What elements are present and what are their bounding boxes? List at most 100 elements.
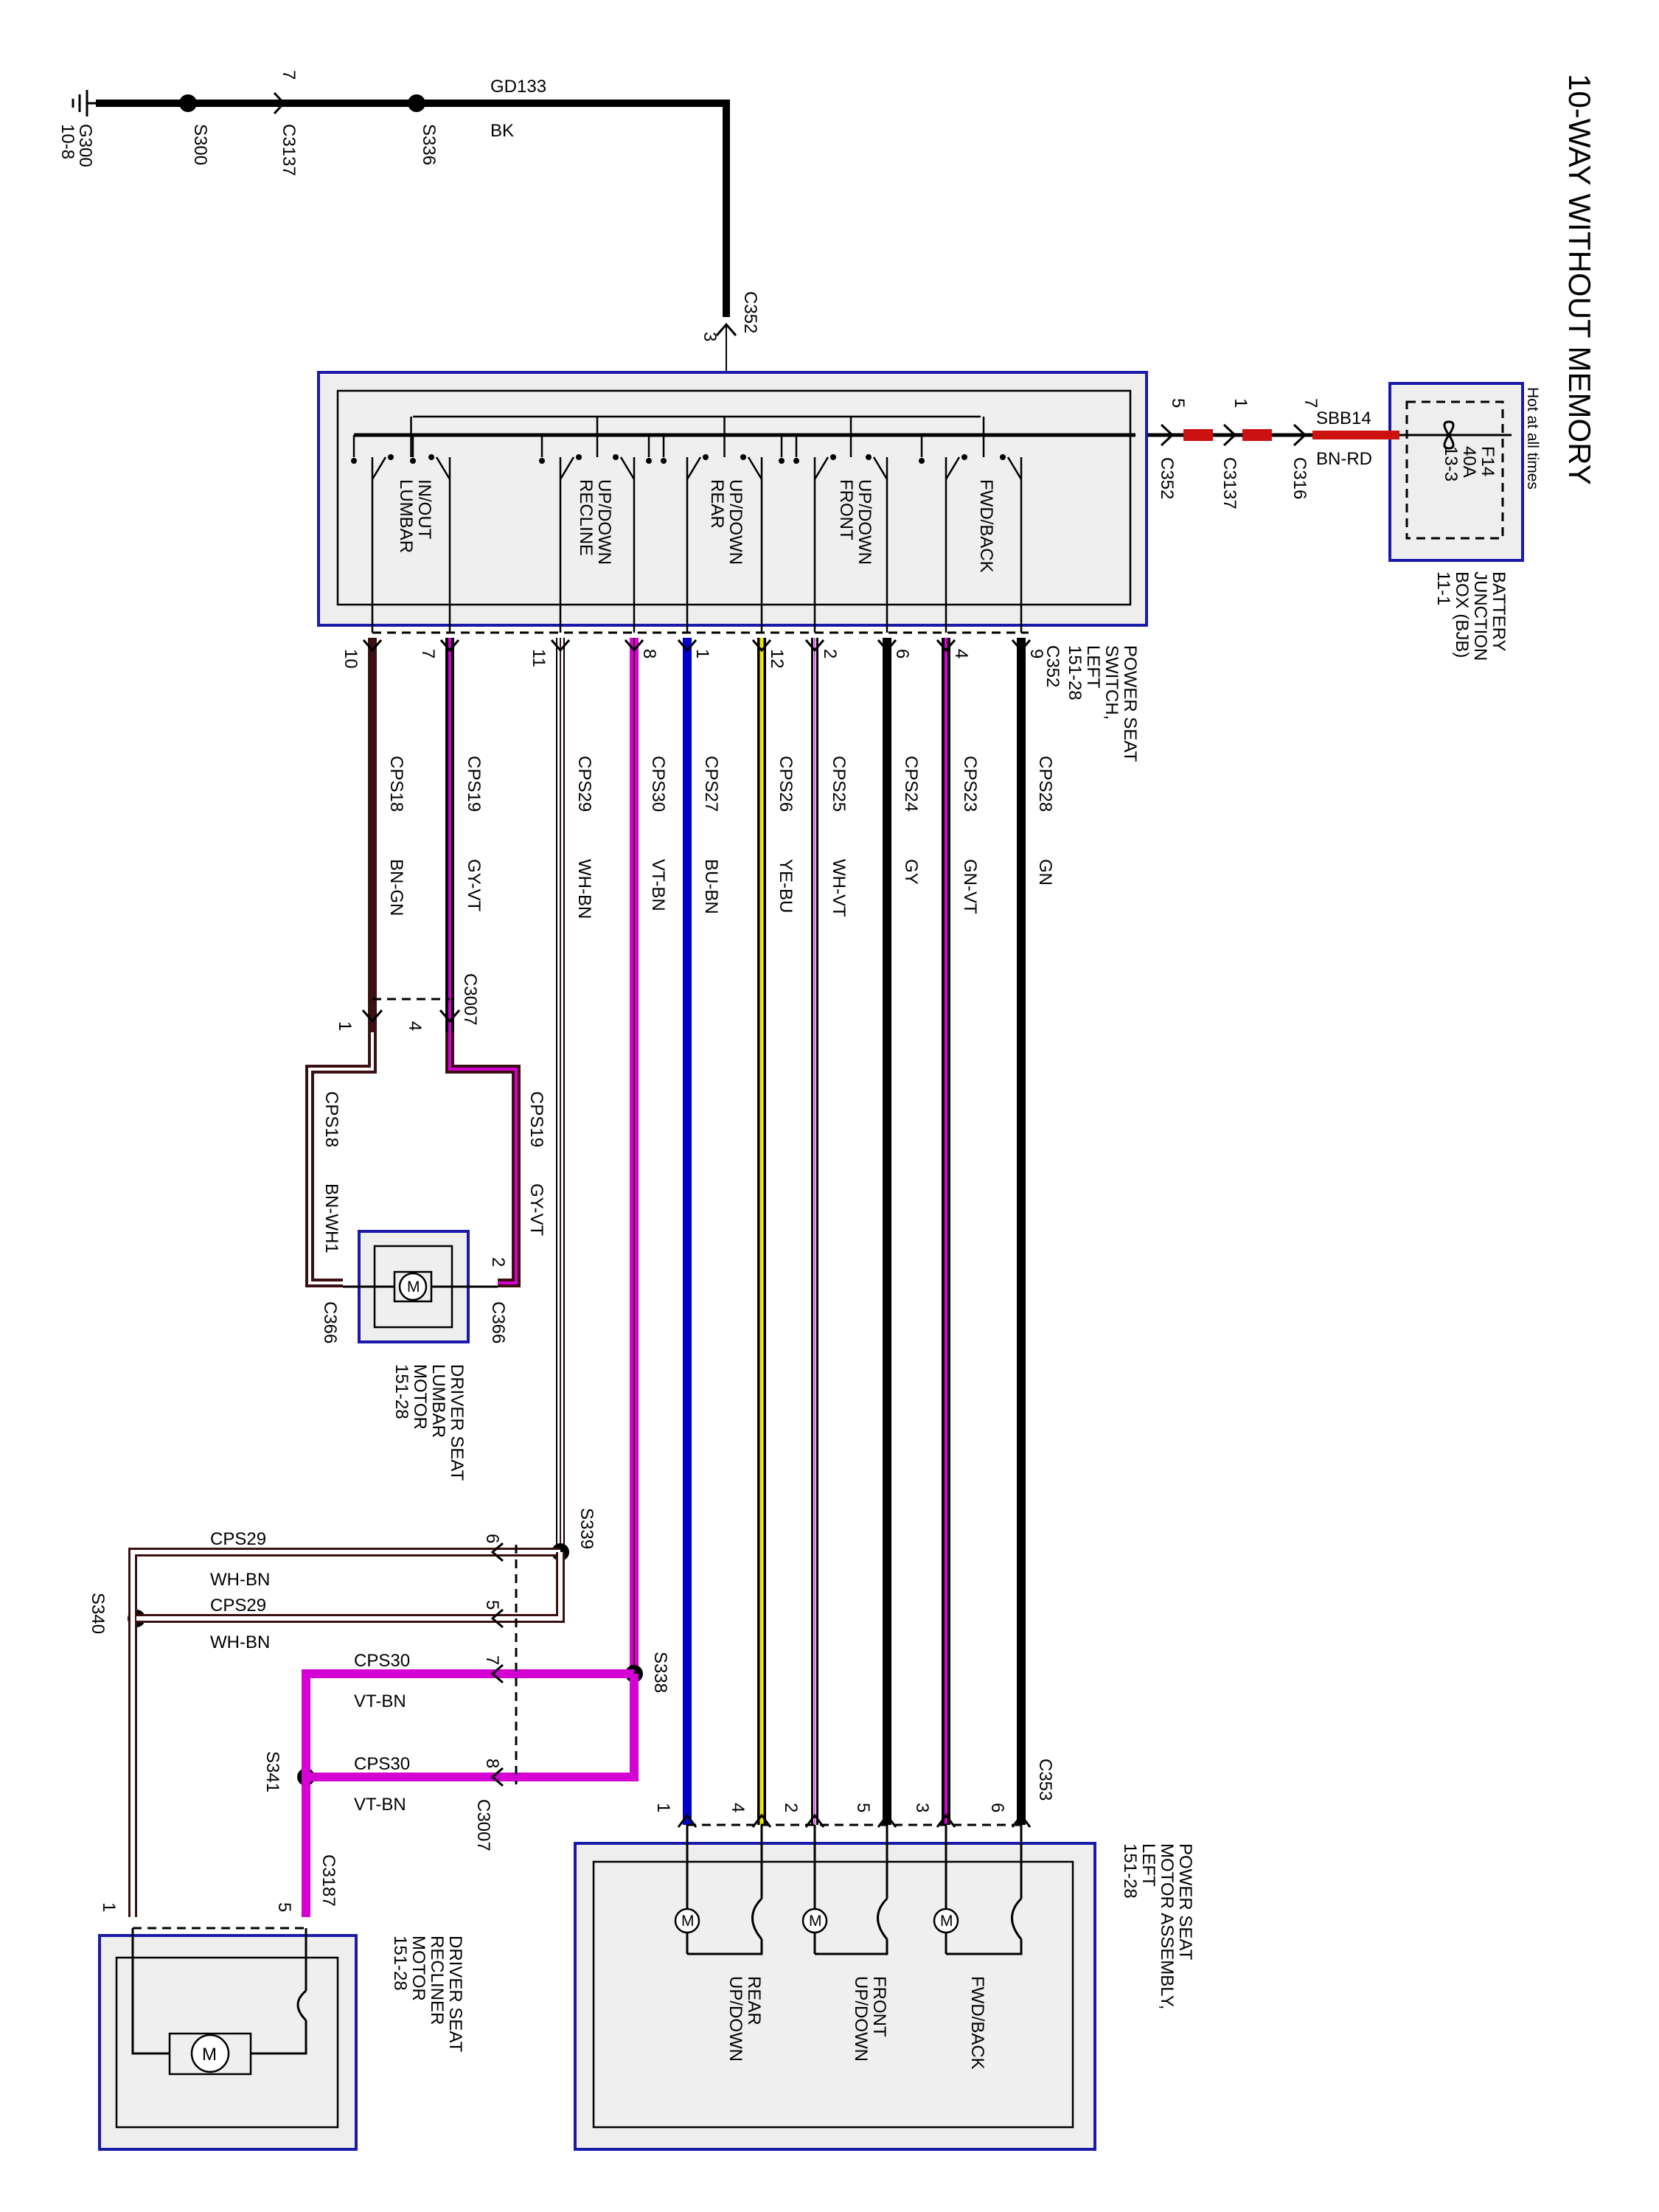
assy-name-3: LEFT [1138, 1843, 1158, 1887]
ground-circuit-label: GD133 [490, 77, 546, 97]
recliner-page: 151-28 [390, 1935, 410, 1991]
motor-pin: 4 [728, 1803, 748, 1812]
wire: 11 CPS29 WH-BN [529, 649, 594, 919]
cps29-b: CPS29 [210, 1596, 266, 1615]
wire: 12 CPS26 YE-BU [767, 649, 796, 913]
switch-contacts [351, 415, 1023, 633]
switch-pin [793, 435, 799, 464]
wire: 4 CPS23 GN-VT [951, 649, 980, 914]
wire-circuit: CPS30 [648, 756, 668, 812]
recliner-name-3: MOTOR [408, 1935, 428, 2001]
wire-pin: 11 [529, 649, 549, 667]
switch-page: 151-28 [1065, 645, 1085, 700]
bjb-name-3: BOX (BJB) [1452, 571, 1472, 658]
wire-pin: 4 [951, 649, 971, 658]
lumbar-right-circuit: CPS18 [321, 1091, 341, 1147]
lumbar-pin1: 1 [335, 1021, 355, 1031]
svg-text:M: M [202, 2045, 217, 2065]
wire-circuit: CPS26 [776, 756, 796, 812]
connector-icon [751, 639, 772, 653]
motor-label: FWD/BACK [967, 1976, 987, 2070]
wire-pin: 9 [1026, 649, 1046, 658]
switch-section-label: IN/OUT [414, 479, 434, 540]
switch-section-label: RECLINE [576, 479, 596, 556]
c3137-pin-power: 1 [1231, 398, 1251, 408]
switch-pin [779, 435, 785, 464]
wire-circuit: CPS23 [960, 756, 980, 812]
lumbar-pin4: 4 [405, 1021, 425, 1031]
switch-wiper [813, 417, 888, 633]
c3007-lumbar: C3007 [460, 973, 480, 1026]
wire: 6 CPS24 GY [892, 649, 921, 885]
switch-name-1: POWER SEAT [1120, 645, 1140, 762]
wire-circuit: CPS19 [464, 756, 484, 812]
switch-section-label: REAR [707, 479, 727, 529]
c366-right: C366 [488, 1301, 508, 1343]
connector-icon [804, 1813, 825, 1828]
c352-pin-3: 3 [700, 332, 720, 341]
motor-pin: 6 [987, 1803, 1007, 1812]
connector-icon [1011, 1813, 1032, 1828]
s341-label: S341 [262, 1751, 282, 1792]
whbn-a: WH-BN [210, 1570, 270, 1590]
connector-c316 [1293, 423, 1307, 447]
svg-text:M: M [681, 1913, 695, 1930]
connector-icon [751, 1813, 772, 1828]
bjb-name-1: BATTERY [1489, 571, 1509, 651]
fuse-ref: 13-3 [1441, 446, 1461, 481]
connector-icon [550, 639, 571, 653]
connector-icon [362, 639, 383, 653]
fuse-icon [1443, 420, 1455, 450]
switch-wiper [559, 417, 636, 633]
assy-name-2: MOTOR ASSEMBLY, [1157, 1843, 1177, 2009]
motor-label: UP/DOWN [851, 1976, 871, 2062]
wire-circuit: CPS18 [386, 756, 406, 812]
switch-pin [410, 435, 416, 464]
wire-circuit: CPS27 [701, 756, 721, 812]
bjb-page: 11-1 [1433, 571, 1453, 605]
lumbar-page: 151-28 [392, 1364, 411, 1419]
wire: 8 CPS30 VT-BN [639, 649, 668, 911]
svg-text:M: M [940, 1913, 953, 1930]
switch-section-label: UP/DOWN [594, 479, 614, 565]
vtbn-b: VT-BN [354, 1795, 406, 1815]
wire-color: WH-VT [829, 859, 849, 917]
cps30-a: CPS30 [354, 1651, 410, 1671]
c366-pin2: 2 [488, 1257, 508, 1267]
lumbar-name-3: MOTOR [410, 1364, 430, 1430]
connector-c3007-pin1 [361, 1009, 383, 1023]
wire-color: GN-VT [960, 859, 980, 914]
connector-icon [877, 639, 897, 653]
motor-icon: M [343, 1270, 498, 1303]
g300-label: G300 [75, 124, 95, 167]
switch-connector: C352 [1043, 645, 1062, 687]
wire: 9 CPS28 GN [1026, 649, 1055, 886]
connector-c352-power [1160, 423, 1175, 447]
wire-color: BN-GN [386, 859, 406, 916]
wire-labels: 9 CPS28 GN 4 CPS23 GN-VT 6 CPS24 GY 2 CP… [341, 649, 1055, 919]
recliner-pin5: 5 [482, 1600, 502, 1610]
connector-icon [936, 1813, 956, 1828]
wire-circuit: CPS28 [1035, 756, 1055, 812]
power-seat-switch: FWD/BACK UP/DOWN FRONT UP/DOWN REAR UP/D… [317, 371, 1148, 762]
cps29-a: CPS29 [210, 1529, 266, 1549]
c352-pin-5: 5 [1168, 398, 1188, 408]
wire-color: GY [901, 859, 921, 885]
connector-icon [936, 639, 956, 653]
recliner-name-1: DRIVER SEAT [445, 1935, 465, 2053]
c352-label-power: C352 [1157, 457, 1177, 499]
recliner-pin8: 8 [482, 1759, 502, 1768]
recliner-pin7: 7 [482, 1655, 502, 1665]
connector-icon [439, 639, 460, 653]
connector-icon [677, 1813, 698, 1828]
splice-s300 [179, 94, 197, 112]
motor-pin: 3 [912, 1803, 932, 1812]
c3137-pin-ground: 7 [279, 70, 299, 80]
hot-label: Hot at all times [1524, 387, 1541, 490]
wire: 2 CPS25 WH-VT [820, 649, 849, 917]
recliner-pin5b: 5 [274, 1902, 294, 1912]
switch-wiper [945, 417, 1023, 633]
motor-pin: 5 [853, 1803, 873, 1812]
wire-pin: 2 [820, 649, 840, 658]
